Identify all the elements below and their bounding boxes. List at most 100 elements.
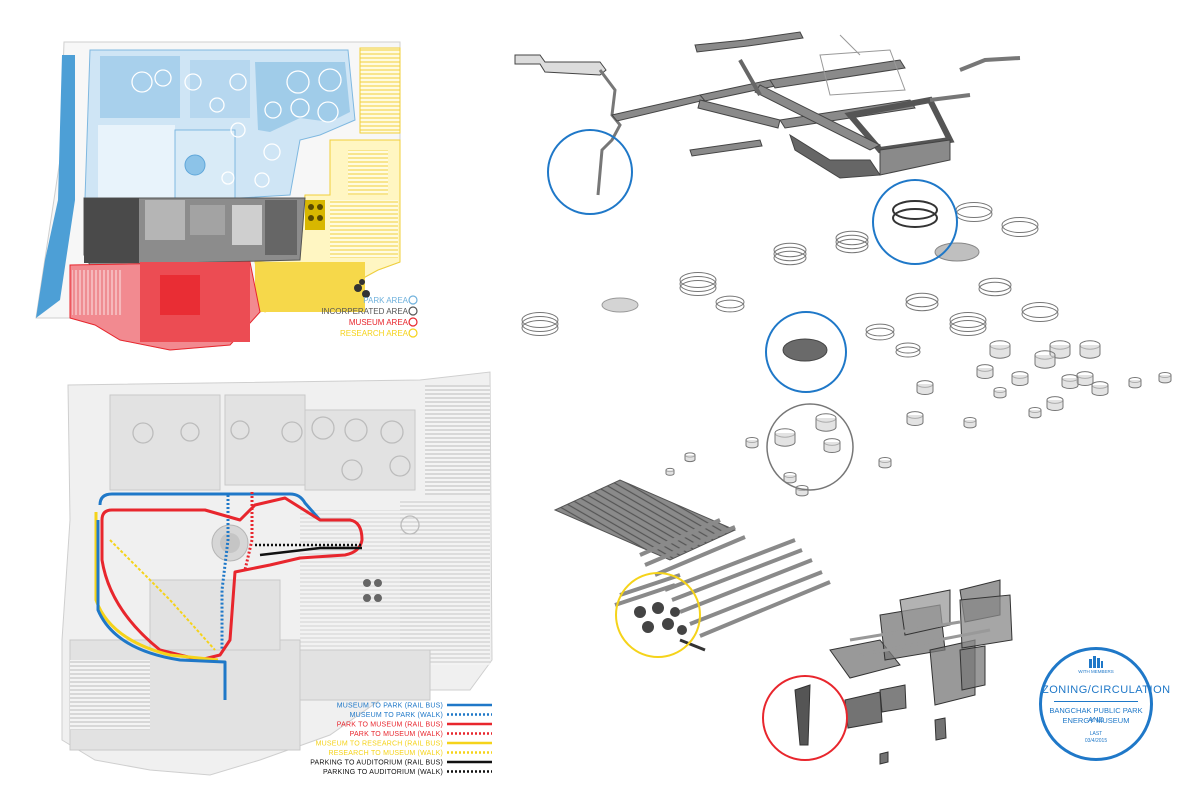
drum-shape xyxy=(916,384,934,396)
route-red-walk xyxy=(243,492,254,571)
legend-museum: MUSEUM AREA xyxy=(349,317,418,327)
highlight-circle-grey xyxy=(766,403,854,491)
ring-shape xyxy=(521,319,559,337)
route-blue-lower xyxy=(96,520,227,700)
route-legend-label: MUSEUM TO PARK (WALK) xyxy=(350,712,443,719)
ring-shape xyxy=(905,292,939,308)
museum-axonometric xyxy=(794,579,1013,765)
drum-shape xyxy=(1076,375,1094,387)
route-legend-label: RESEARCH TO MUSEUM (WALK) xyxy=(328,750,443,757)
drum-shape xyxy=(1079,345,1101,359)
ring-shape xyxy=(905,296,939,312)
drum-shape xyxy=(989,345,1011,359)
ring-shape xyxy=(521,311,559,329)
drum-shape xyxy=(1091,385,1109,397)
zone-legend: PARK AREA INCORPERATED AREA MUSEUM AREA … xyxy=(321,295,418,338)
badge-rule xyxy=(1054,701,1138,702)
badge-logo-icon xyxy=(1088,655,1104,668)
drum-shape xyxy=(823,442,841,454)
ring-shape xyxy=(773,250,807,266)
route-legend-label: PARK TO MUSEUM (RAIL BUS) xyxy=(337,722,443,729)
drum-shape xyxy=(815,418,837,432)
route-blue-walk xyxy=(220,495,230,650)
ring-shape xyxy=(955,201,993,219)
circulation-plan: MUSEUM TO PARK (RAIL BUS) MUSEUM TO PARK … xyxy=(61,371,493,776)
legend-park: PARK AREA xyxy=(363,295,418,305)
ring-shape xyxy=(955,205,993,223)
ring-shape xyxy=(949,311,987,329)
drum-shape xyxy=(1034,355,1056,369)
drum-shape xyxy=(684,455,696,463)
highlight-circle-pavilion xyxy=(765,311,847,393)
badge-logo-caption: WITH MEMBERS xyxy=(1078,669,1114,674)
drum-shape xyxy=(665,470,675,476)
ring-shape xyxy=(1021,305,1059,323)
legend-museum-label: MUSEUM AREA xyxy=(349,318,409,327)
park-zone-light xyxy=(98,125,175,198)
legend-research-swatch xyxy=(408,328,418,338)
zoning-plan: PARK AREA INCORPERATED AREA MUSEUM AREA … xyxy=(35,41,418,351)
highlight-circles xyxy=(547,129,958,761)
badge-footer2: 03/4/2015 xyxy=(1084,738,1108,744)
drum-shape xyxy=(906,415,924,427)
route-legend: MUSEUM TO PARK (RAIL BUS) MUSEUM TO PARK … xyxy=(310,703,492,776)
legend-museum-swatch xyxy=(408,317,418,327)
ring-shape xyxy=(1001,220,1039,238)
ring-shape xyxy=(865,327,895,341)
legend-park-label: PARK AREA xyxy=(363,296,408,305)
ring-shape xyxy=(835,238,869,254)
route-legend-label: PARKING TO AUDITORIUM (WALK) xyxy=(323,769,443,776)
drum-shape xyxy=(1028,410,1042,419)
drum-shape xyxy=(878,460,892,469)
legend-incorporated-label: INCORPERATED AREA xyxy=(321,307,408,316)
ring-shape xyxy=(835,234,869,250)
ring-shape xyxy=(949,319,987,337)
ring-shape xyxy=(715,299,745,313)
ring-shape xyxy=(895,346,921,358)
network-axonometric xyxy=(514,31,1021,196)
badge-subtitle-line2: ENERGY MUSEUM xyxy=(1062,716,1130,725)
title-badge: WITH MEMBERS ZONING/CIRCULATION BANGCHAK… xyxy=(1039,647,1171,761)
drum-shape xyxy=(993,390,1007,399)
drum-shape xyxy=(1046,400,1064,412)
drum-shape xyxy=(976,368,994,380)
drum-shape xyxy=(745,440,759,449)
drum-shape xyxy=(1011,375,1029,387)
badge-footer1: LAST xyxy=(1089,731,1103,737)
legend-research: RESEARCH AREA xyxy=(340,328,418,338)
ring-shape xyxy=(679,275,717,293)
badge-title: ZONING/CIRCULATION xyxy=(1042,684,1171,696)
research-zone-hatch xyxy=(359,47,401,134)
highlight-circle-rings xyxy=(872,179,958,265)
ring-shape xyxy=(773,246,807,262)
ring-shape xyxy=(978,281,1012,297)
park-strip-left xyxy=(36,55,75,318)
legend-incorporated: INCORPERATED AREA xyxy=(321,306,418,316)
highlight-circle-entrance xyxy=(547,129,633,215)
drum-shape xyxy=(774,433,796,447)
ring-shape xyxy=(1001,216,1039,234)
route-lines xyxy=(94,492,364,700)
ring-shape xyxy=(949,315,987,333)
ring-shape xyxy=(1021,301,1059,319)
route-blue-railbus xyxy=(98,492,322,521)
ring-shape xyxy=(773,242,807,258)
route-legend-label: PARKING TO AUDITORIUM (RAIL BUS) xyxy=(310,760,443,767)
ring-shape xyxy=(865,323,895,337)
ring-shape xyxy=(978,277,1012,293)
highlight-circle-museum xyxy=(762,675,848,761)
ring-shape xyxy=(895,342,921,354)
drum-shape xyxy=(1128,380,1142,389)
legend-research-label: RESEARCH AREA xyxy=(340,329,409,338)
route-black-railbus xyxy=(259,546,362,557)
legend-park-swatch xyxy=(408,295,418,305)
ring-shape xyxy=(835,230,869,246)
route-legend-label: MUSEUM TO PARK (RAIL BUS) xyxy=(337,703,443,710)
route-legend-label: MUSEUM TO RESEARCH (RAIL BUS) xyxy=(316,741,443,748)
ring-shape xyxy=(679,279,717,297)
research-axonometric xyxy=(553,479,831,652)
drum-shape xyxy=(1061,378,1079,390)
ring-shape xyxy=(679,271,717,289)
legend-incorporated-swatch xyxy=(408,306,418,316)
drum-shape xyxy=(1158,375,1172,384)
